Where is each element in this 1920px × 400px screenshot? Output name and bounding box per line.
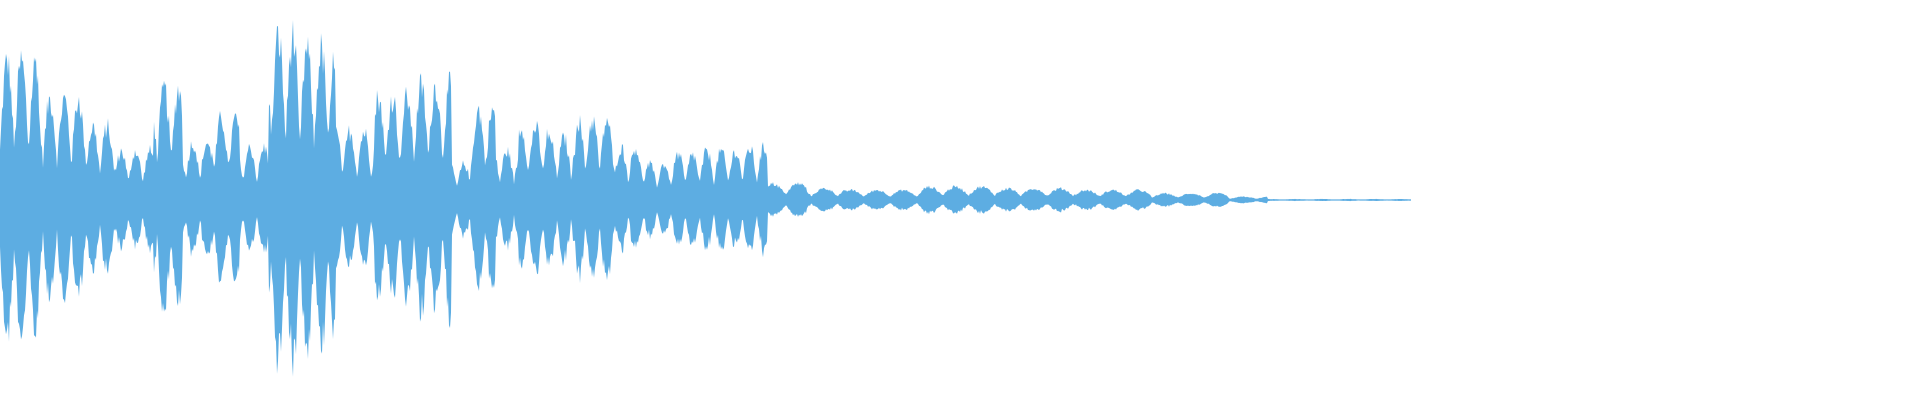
waveform-signal bbox=[0, 20, 1411, 377]
